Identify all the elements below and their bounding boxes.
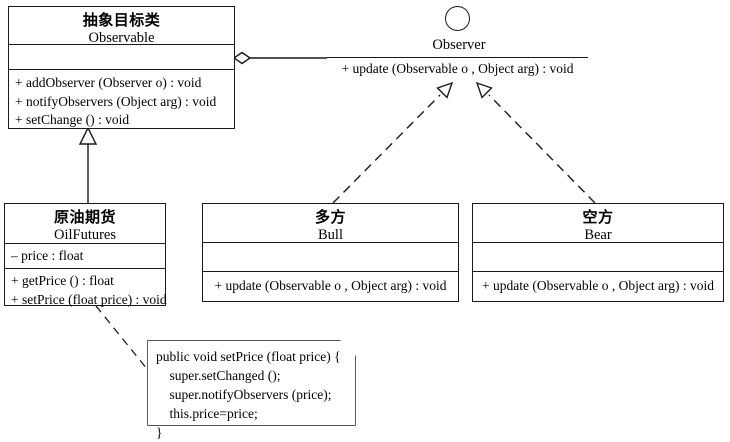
code-note[interactable]: public void setPrice (float price) { sup… — [148, 341, 355, 440]
class-box-oilfutures[interactable]: 原油期货 OilFutures – price : float + getPri… — [4, 203, 167, 307]
generalization-oilfutures-observable — [78, 126, 98, 203]
interface-name-observer: Observer — [432, 37, 486, 53]
class-name-compartment-bull: 多方 Bull — [203, 204, 458, 243]
class-box-bull[interactable]: 多方 Bull + update (Observable o , Object … — [202, 203, 459, 302]
class-attributes-compartment-oilfutures: – price : float — [5, 244, 165, 269]
interface-operation-update: + update (Observable o , Object arg) : v… — [341, 61, 574, 76]
operation-row: + setChange () : void — [15, 112, 130, 127]
class-name-cn-bear: 空方 — [582, 210, 614, 226]
class-name-cn-bull: 多方 — [314, 210, 346, 226]
realization-bear-observer — [475, 81, 596, 204]
operation-row: + addObserver (Observer o) : void — [15, 75, 202, 90]
class-attributes-compartment-bear — [473, 243, 723, 272]
interface-divider-rule — [327, 57, 588, 58]
class-name-en-observable: Observable — [88, 30, 155, 46]
operation-row: + update (Observable o , Object arg) : v… — [482, 278, 714, 293]
code-note-text: public void setPrice (float price) { sup… — [156, 349, 341, 440]
class-name-cn-oilfutures: 原油期货 — [53, 210, 116, 226]
realization-bull-observer — [332, 81, 454, 204]
class-operations-compartment-oilfutures: + getPrice () : float + setPrice (float … — [5, 269, 167, 312]
class-attributes-compartment-bull — [203, 243, 458, 272]
class-name-compartment-bear: 空方 Bear — [473, 204, 723, 243]
class-name-en-bull: Bull — [318, 227, 343, 243]
attribute-row: – price : float — [11, 248, 84, 263]
interface-circle-icon — [445, 6, 470, 31]
class-name-compartment-observable: 抽象目标类 Observable — [9, 7, 234, 46]
class-operations-compartment-bull: + update (Observable o , Object arg) : v… — [203, 272, 458, 299]
class-operations-compartment-observable: + addObserver (Observer o) : void + noti… — [9, 70, 234, 133]
operation-row: + update (Observable o , Object arg) : v… — [214, 278, 447, 293]
interface-observer[interactable]: Observer + update (Observable o , Object… — [0, 0, 730, 90]
class-name-en-bear: Bear — [584, 227, 612, 243]
class-box-observable[interactable]: 抽象目标类 Observable + addObserver (Observer… — [8, 6, 235, 129]
class-box-bear[interactable]: 空方 Bear + update (Observable o , Object … — [472, 203, 724, 302]
class-attributes-compartment-observable — [9, 45, 234, 70]
class-operations-compartment-bear: + update (Observable o , Object arg) : v… — [473, 272, 723, 299]
operation-row: + setPrice (float price) : void — [11, 291, 167, 307]
operation-row: + notifyObservers (Object arg) : void — [15, 93, 217, 109]
class-name-cn-observable: 抽象目标类 — [82, 13, 161, 29]
class-name-compartment-oilfutures: 原油期货 OilFutures — [5, 204, 165, 244]
class-name-en-oilfutures: OilFutures — [53, 227, 117, 243]
operation-row: + getPrice () : float — [11, 273, 114, 288]
